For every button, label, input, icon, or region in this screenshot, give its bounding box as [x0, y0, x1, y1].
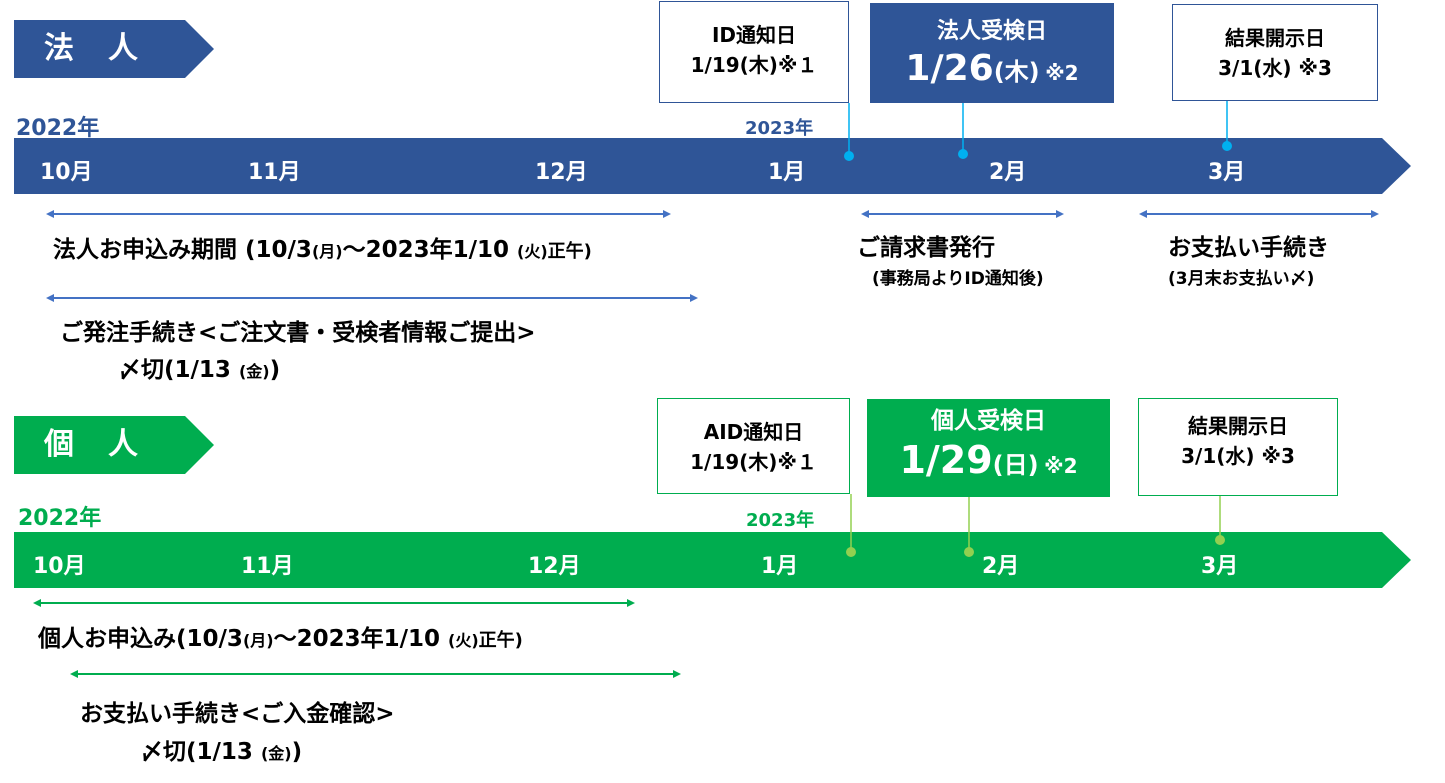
- individual-exam-marker: [964, 547, 974, 557]
- individual-payment-line2: 〆切(1/13 (金)): [140, 732, 302, 766]
- individual-exam-box: 個人受検日 1/29(日) ※2: [867, 399, 1110, 497]
- individual-payment-dow: (金): [260, 744, 292, 763]
- corporate-result-title: 結果開示日: [1225, 26, 1325, 50]
- corporate-order-deadline: 〆切(1/13: [118, 357, 239, 383]
- corporate-invoice-title: ご請求書発行: [857, 235, 995, 261]
- individual-exam-note: ※2: [1044, 454, 1078, 478]
- individual-id-marker: [846, 547, 856, 557]
- corporate-month-feb: 2月: [989, 160, 1027, 185]
- individual-payment-close: ): [291, 739, 303, 765]
- corporate-order-line1: ご発注手続き<ご注文書・受検者情報ご提出>: [60, 320, 536, 346]
- individual-month-mar: 3月: [1201, 554, 1239, 579]
- corporate-application-text: 法人お申込み期間 (10/3(月)～2023年1/10 (火)正午): [53, 230, 592, 264]
- corporate-id-title: ID通知日: [711, 23, 797, 47]
- corporate-timeline-bar: [14, 138, 1411, 194]
- corporate-exam-title: 法人受検日: [936, 19, 1047, 44]
- individual-month-feb: 2月: [982, 554, 1020, 579]
- corporate-result-date: 3/1(水): [1218, 56, 1292, 80]
- individual-exam-dow: (日): [992, 451, 1039, 479]
- individual-application-d1: (月): [242, 631, 274, 650]
- individual-exam-date: 1/29: [899, 438, 993, 482]
- corporate-result-box: 結果開示日 3/1(水) ※3: [1172, 4, 1378, 101]
- individual-id-box: AID通知日 1/19(木)※１: [657, 398, 850, 494]
- individual-application-text: 個人お申込み(10/3(月)～2023年1/10 (火)正午): [38, 619, 523, 653]
- corporate-year-start: 2022年: [16, 116, 100, 141]
- corporate-exam-note: ※2: [1045, 61, 1079, 85]
- corporate-tag-label: 法 人: [44, 31, 140, 66]
- individual-id-title: AID通知日: [703, 420, 804, 444]
- individual-month-jan: 1月: [761, 554, 799, 579]
- corporate-order-close: ): [269, 357, 281, 383]
- individual-payment-line1: お支払い手続き<ご入金確認>: [80, 701, 395, 727]
- corporate-id-date: 1/19(木)※１: [690, 53, 818, 77]
- individual-result-marker: [1215, 535, 1225, 545]
- individual-tag-label: 個 人: [44, 427, 140, 462]
- corporate-application-d2: (火): [517, 242, 548, 261]
- individual-result-box: 結果開示日 3/1(水) ※3: [1138, 398, 1338, 496]
- individual-application-d2: (火): [448, 631, 479, 650]
- individual-id-date: 1/19(木)※１: [690, 450, 817, 474]
- corporate-application-main: 法人お申込み期間 (10/3: [53, 237, 312, 263]
- corporate-invoice-sub: (事務局よりID通知後): [872, 269, 1044, 289]
- individual-application-end: 正午): [478, 630, 523, 651]
- corporate-tag-shape: [14, 20, 214, 78]
- corporate-application-end: 正午): [547, 241, 592, 262]
- individual-application-main: 個人お申込み(10/3: [38, 626, 243, 652]
- corporate-month-oct: 10月: [40, 160, 93, 185]
- corporate-result-marker: [1222, 141, 1232, 151]
- individual-year-next: 2023年: [746, 510, 815, 531]
- individual-year-start: 2022年: [18, 506, 102, 531]
- corporate-month-jan: 1月: [768, 160, 806, 185]
- corporate-year-next: 2023年: [745, 118, 814, 139]
- corporate-exam-dow: (木): [993, 58, 1040, 86]
- individual-payment-deadline: 〆切(1/13: [140, 739, 261, 765]
- individual-application-mid: ～2023年1/10: [273, 626, 449, 652]
- corporate-exam-marker: [958, 149, 968, 159]
- individual-exam-title: 個人受検日: [931, 408, 1046, 434]
- corporate-exam-date: 1/26: [905, 48, 994, 89]
- individual-month-dec: 12月: [528, 554, 581, 579]
- corporate-month-dec: 12月: [535, 160, 588, 185]
- corporate-month-nov: 11月: [248, 160, 301, 185]
- corporate-application-mid: ～2023年1/10: [342, 237, 518, 263]
- corporate-payment-sub: (3月末お支払い〆): [1168, 269, 1315, 289]
- corporate-id-box: ID通知日 1/19(木)※１: [659, 1, 849, 103]
- individual-tag-shape: [14, 416, 214, 474]
- individual-month-oct: 10月: [33, 554, 86, 579]
- corporate-payment-title: お支払い手続き: [1168, 235, 1329, 261]
- individual-result-title: 結果開示日: [1188, 414, 1288, 438]
- corporate-result-note: ※3: [1298, 56, 1332, 80]
- corporate-exam-box: 法人受検日 1/26(木) ※2: [870, 3, 1114, 103]
- corporate-application-d1: (月): [311, 242, 343, 261]
- individual-timeline-bar: [14, 532, 1411, 588]
- individual-result-note: ※3: [1261, 444, 1295, 468]
- individual-result-date: 3/1(水): [1181, 444, 1255, 468]
- corporate-order-line2: 〆切(1/13 (金)): [118, 350, 280, 384]
- individual-month-nov: 11月: [241, 554, 294, 579]
- corporate-id-marker: [844, 151, 854, 161]
- corporate-order-dow: (金): [238, 362, 270, 381]
- corporate-month-mar: 3月: [1208, 160, 1246, 185]
